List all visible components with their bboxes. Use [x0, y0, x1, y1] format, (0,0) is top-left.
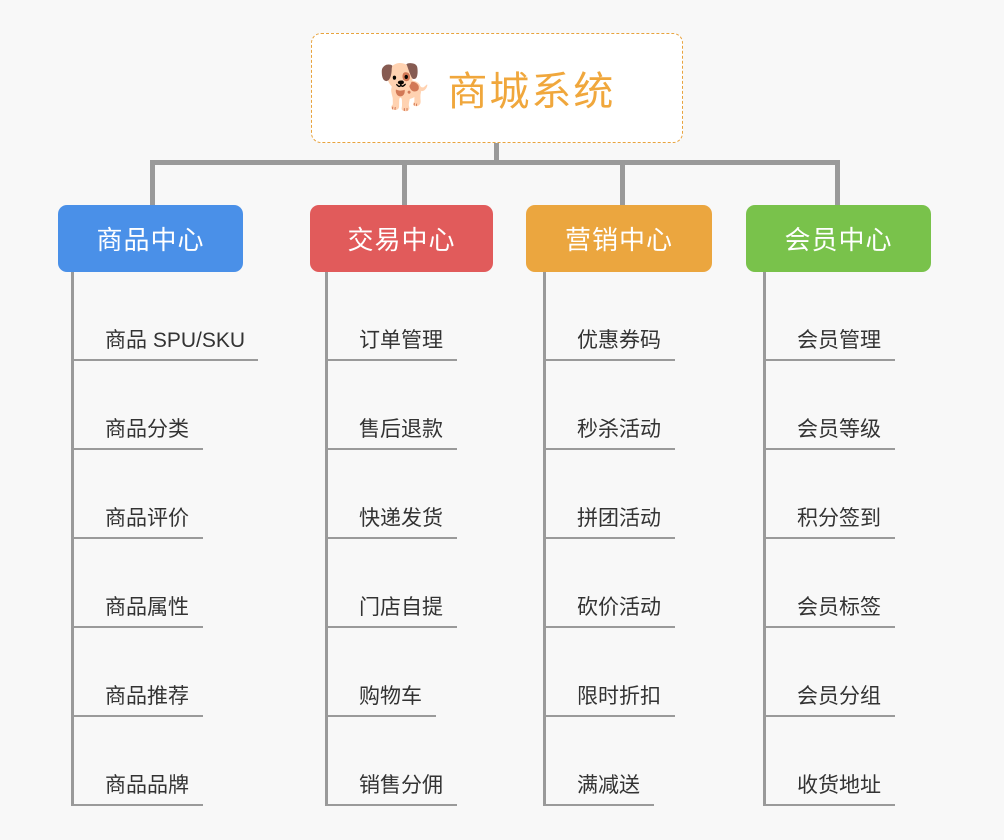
leaf-item-label: 拼团活动 — [577, 507, 661, 530]
leaf-item-label: 商品 SPU/SKU — [105, 329, 246, 352]
leaf-item-label: 商品推荐 — [105, 685, 189, 708]
category-box-marketing-center[interactable]: 营销中心 — [526, 205, 712, 272]
leaf-item-label: 会员管理 — [797, 329, 881, 352]
leaf-item-label: 快递发货 — [359, 507, 443, 530]
leaf-item-underline — [71, 804, 203, 806]
leaf-item-underline — [543, 626, 675, 628]
leaf-item-label: 商品属性 — [105, 596, 189, 619]
leaf-item-label: 秒杀活动 — [577, 418, 661, 441]
leaf-item-label: 满减送 — [577, 774, 640, 797]
leaf-item-underline — [763, 626, 895, 628]
branch-spine — [71, 272, 74, 806]
connector-horizontal-bar — [150, 160, 840, 165]
category-box-trade-center[interactable]: 交易中心 — [310, 205, 493, 272]
leaf-item-label: 收货地址 — [797, 774, 881, 797]
leaf-item-underline — [325, 626, 457, 628]
category-box-label: 营销中心 — [564, 225, 673, 255]
category-box-label: 会员中心 — [784, 225, 893, 255]
leaf-item-underline — [325, 448, 457, 450]
leaf-item-underline — [325, 359, 457, 361]
connector-drop-4 — [835, 160, 840, 207]
connector-drop-1 — [150, 160, 155, 207]
root-node-label: 商城系统 — [447, 70, 616, 114]
leaf-item-label: 会员分组 — [797, 685, 881, 708]
leaf-item-underline — [325, 715, 436, 717]
category-box-member-center[interactable]: 会员中心 — [746, 205, 931, 272]
leaf-item-label: 会员等级 — [797, 418, 881, 441]
connector-drop-3 — [620, 160, 625, 207]
leaf-item-underline — [543, 715, 675, 717]
leaf-item-label: 商品评价 — [105, 507, 189, 530]
leaf-item-underline — [763, 537, 895, 539]
leaf-item-underline — [71, 359, 258, 361]
category-box-label: 交易中心 — [347, 225, 456, 255]
leaf-item-underline — [543, 804, 654, 806]
branch-spine — [763, 272, 766, 806]
leaf-item-underline — [763, 359, 895, 361]
leaf-item-label: 销售分佣 — [359, 774, 443, 797]
root-node-shop-system[interactable]: 🐕 商城系统 — [311, 33, 683, 143]
category-box-label: 商品中心 — [96, 225, 205, 255]
connector-root-stem — [494, 143, 499, 165]
leaf-item-underline — [71, 715, 203, 717]
leaf-item-underline — [71, 626, 203, 628]
root-node-content: 🐕 商城系统 — [379, 59, 616, 117]
category-box-product-center[interactable]: 商品中心 — [58, 205, 243, 272]
leaf-item-label: 砍价活动 — [577, 596, 661, 619]
leaf-item-label: 优惠券码 — [577, 329, 661, 352]
branch-spine — [325, 272, 328, 806]
leaf-item-label: 商品品牌 — [105, 774, 189, 797]
leaf-item-label: 门店自提 — [359, 596, 443, 619]
leaf-item-label: 售后退款 — [359, 418, 443, 441]
leaf-item-label: 订单管理 — [359, 329, 443, 352]
leaf-item-underline — [71, 448, 203, 450]
leaf-item-label: 会员标签 — [797, 596, 881, 619]
leaf-item-label: 积分签到 — [797, 507, 881, 530]
branch-spine — [543, 272, 546, 806]
leaf-item-underline — [763, 804, 895, 806]
leaf-item-label: 商品分类 — [105, 418, 189, 441]
leaf-item-underline — [763, 715, 895, 717]
leaf-item-underline — [325, 537, 457, 539]
leaf-item-underline — [763, 448, 895, 450]
shiba-dog-face-icon: 🐕 — [378, 63, 434, 112]
leaf-item-underline — [543, 537, 675, 539]
leaf-item-underline — [71, 537, 203, 539]
connector-drop-2 — [402, 160, 407, 207]
leaf-item-label: 限时折扣 — [577, 685, 661, 708]
leaf-item-underline — [543, 359, 675, 361]
leaf-item-underline — [325, 804, 457, 806]
leaf-item-label: 购物车 — [359, 685, 422, 708]
leaf-item-underline — [543, 448, 675, 450]
